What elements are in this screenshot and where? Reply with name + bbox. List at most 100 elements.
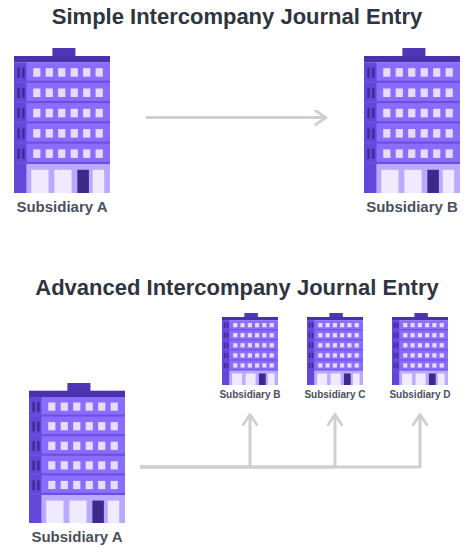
- subsidiary-node: Subsidiary B: [352, 48, 472, 215]
- window: [333, 333, 337, 337]
- window: [432, 363, 436, 367]
- floor-line: [222, 339, 278, 340]
- window: [33, 129, 40, 138]
- building-cornice: [392, 317, 448, 320]
- door: [259, 373, 266, 385]
- floor-line: [307, 349, 363, 350]
- window: [46, 129, 53, 138]
- window: [233, 343, 237, 347]
- window: [33, 68, 40, 77]
- building-icon: [29, 383, 125, 523]
- window: [433, 129, 440, 138]
- side-window: [372, 68, 374, 78]
- window: [83, 129, 90, 138]
- window: [83, 109, 90, 118]
- floor-line: [364, 81, 460, 83]
- building-roof: [67, 383, 90, 391]
- floor-line: [14, 162, 110, 164]
- side-window: [367, 108, 369, 118]
- floor-line: [29, 473, 125, 475]
- side-window: [309, 333, 310, 338]
- floor-line: [14, 142, 110, 144]
- side-window: [32, 402, 34, 412]
- building-body: [392, 320, 448, 385]
- window: [262, 363, 266, 367]
- building-roof: [244, 313, 257, 317]
- window: [325, 323, 329, 327]
- window: [46, 88, 53, 97]
- window: [270, 353, 274, 357]
- floor-line: [29, 454, 125, 456]
- window: [58, 109, 65, 118]
- window: [33, 109, 40, 118]
- ground-floor: [314, 371, 363, 385]
- window: [446, 129, 453, 138]
- side-window: [227, 333, 228, 338]
- building-roof: [402, 48, 425, 57]
- window: [255, 343, 259, 347]
- window: [270, 333, 274, 337]
- side-window: [394, 343, 395, 348]
- floor-line: [29, 434, 125, 436]
- window: [383, 149, 390, 158]
- building-roof: [52, 48, 75, 57]
- window: [425, 323, 429, 327]
- window: [403, 353, 407, 357]
- side-window: [37, 402, 39, 412]
- connector-arrow: [146, 116, 326, 119]
- side-window: [227, 353, 228, 358]
- window: [111, 461, 118, 469]
- window: [410, 343, 414, 347]
- subsidiary-node: Subsidiary B: [215, 313, 285, 401]
- window: [421, 68, 428, 77]
- window: [98, 422, 105, 430]
- side-window: [397, 333, 398, 338]
- side-window: [22, 108, 24, 118]
- side-window: [397, 343, 398, 348]
- window: [403, 323, 407, 327]
- shop-window: [404, 170, 421, 193]
- window: [248, 333, 252, 337]
- window: [318, 323, 322, 327]
- side-window: [32, 441, 34, 451]
- side-window: [312, 323, 313, 328]
- side-window: [224, 353, 225, 358]
- side-window: [32, 422, 34, 432]
- building-body: [14, 63, 110, 194]
- ground-floor: [376, 164, 460, 193]
- subsidiary-label: Subsidiary B: [352, 198, 472, 215]
- window: [111, 481, 118, 489]
- window: [446, 109, 453, 118]
- window: [86, 422, 93, 430]
- window: [403, 343, 407, 347]
- side-window: [394, 353, 395, 358]
- side-window: [17, 88, 19, 98]
- window: [71, 88, 78, 97]
- floor-line: [14, 81, 110, 83]
- subsidiary-label: Subsidiary A: [2, 198, 122, 215]
- shop-window: [93, 170, 105, 193]
- window: [61, 481, 68, 489]
- window: [432, 323, 436, 327]
- window: [270, 363, 274, 367]
- side-window: [22, 68, 24, 78]
- window: [61, 442, 68, 450]
- floor-line: [392, 370, 448, 371]
- window: [318, 363, 322, 367]
- side-window: [227, 343, 228, 348]
- window: [432, 353, 436, 357]
- window: [425, 333, 429, 337]
- window: [333, 353, 337, 357]
- shop-window: [54, 170, 71, 193]
- window: [425, 353, 429, 357]
- side-window: [372, 88, 374, 98]
- connector-arrow: [140, 415, 335, 468]
- subsidiary-label: Subsidiary A: [17, 528, 137, 545]
- shop-window: [317, 373, 327, 385]
- window: [325, 353, 329, 357]
- floor-line: [392, 329, 448, 330]
- building-cornice: [307, 317, 363, 320]
- side-window: [224, 333, 225, 338]
- shop-window: [438, 373, 445, 385]
- side-window: [17, 68, 19, 78]
